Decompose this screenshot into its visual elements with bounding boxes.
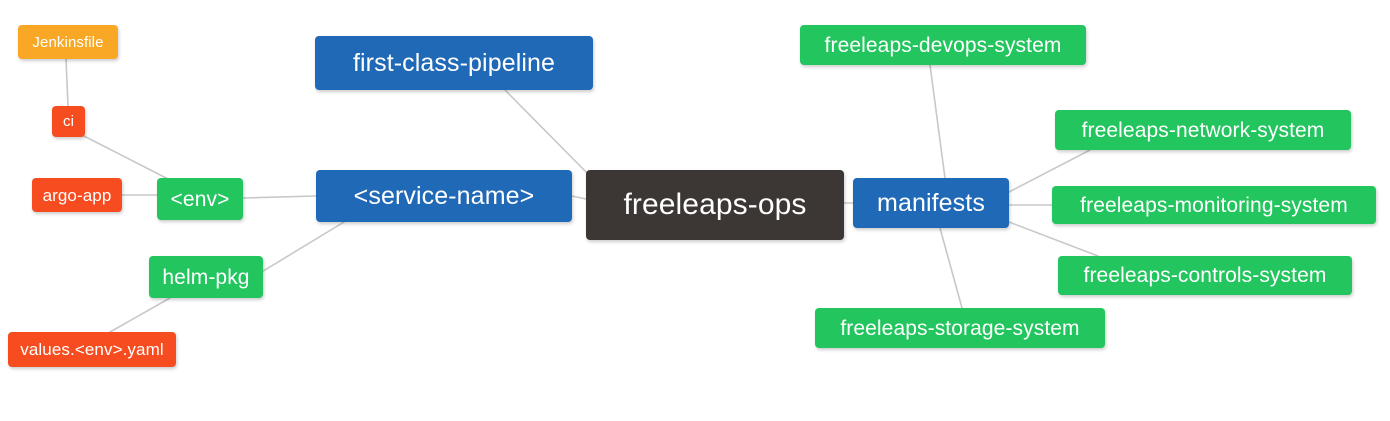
edge-freeleaps-ops-to-first-class-pipeline	[504, 89, 593, 179]
node-label-ci: ci	[62, 113, 75, 130]
edge-manifests-to-freeleaps-devops-system	[929, 64, 946, 179]
edge-helm-pkg-to-values-env-yaml	[109, 297, 171, 333]
mindmap-node-freeleaps-ops[interactable]: freeleaps-ops	[586, 170, 844, 240]
mindmap-node-helm-pkg[interactable]: helm-pkg	[149, 256, 263, 298]
mindmap-node-env[interactable]: <env>	[157, 178, 243, 220]
node-label-freeleaps-network-system: freeleaps-network-system	[1081, 118, 1325, 142]
node-label-freeleaps-monitoring-system: freeleaps-monitoring-system	[1080, 193, 1348, 217]
mindmap-node-freeleaps-devops-system[interactable]: freeleaps-devops-system	[800, 25, 1086, 65]
node-label-first-class-pipeline: first-class-pipeline	[352, 48, 556, 77]
mindmap-node-argo-app[interactable]: argo-app	[32, 178, 122, 212]
edge-freeleaps-ops-to-service-name	[571, 195, 587, 200]
node-label-freeleaps-storage-system: freeleaps-storage-system	[840, 316, 1080, 340]
mindmap-node-manifests[interactable]: manifests	[853, 178, 1009, 228]
node-label-argo-app: argo-app	[42, 185, 112, 205]
node-label-helm-pkg: helm-pkg	[162, 265, 250, 289]
mindmap-node-values-env-yaml[interactable]: values.<env>.yaml	[8, 332, 176, 367]
edge-manifests-to-freeleaps-storage-system	[939, 227, 963, 309]
mindmap-node-ci[interactable]: ci	[52, 106, 85, 137]
edge-env-to-ci	[81, 134, 171, 181]
node-label-values-env-yaml: values.<env>.yaml	[20, 340, 164, 359]
mindmap-node-first-class-pipeline[interactable]: first-class-pipeline	[315, 36, 593, 90]
node-label-env: <env>	[170, 187, 230, 211]
edge-service-name-to-helm-pkg	[254, 221, 345, 277]
mindmap-node-service-name[interactable]: <service-name>	[316, 170, 572, 222]
mindmap-node-freeleaps-storage-system[interactable]: freeleaps-storage-system	[815, 308, 1105, 348]
node-label-freeleaps-devops-system: freeleaps-devops-system	[824, 33, 1062, 57]
mindmap-node-freeleaps-monitoring-system[interactable]: freeleaps-monitoring-system	[1052, 186, 1376, 224]
node-label-freeleaps-ops: freeleaps-ops	[623, 188, 807, 221]
node-label-manifests: manifests	[877, 188, 985, 217]
mindmap-node-jenkinsfile[interactable]: Jenkinsfile	[18, 25, 118, 59]
mindmap-node-freeleaps-controls-system[interactable]: freeleaps-controls-system	[1058, 256, 1352, 295]
mindmap-node-freeleaps-network-system[interactable]: freeleaps-network-system	[1055, 110, 1351, 150]
edge-ci-to-jenkinsfile	[65, 58, 69, 107]
edge-manifests-to-freeleaps-controls-system	[1008, 221, 1099, 257]
edge-service-name-to-env	[242, 195, 317, 199]
node-label-service-name: <service-name>	[353, 181, 535, 210]
node-label-jenkinsfile: Jenkinsfile	[32, 33, 104, 51]
node-label-freeleaps-controls-system: freeleaps-controls-system	[1083, 264, 1327, 287]
